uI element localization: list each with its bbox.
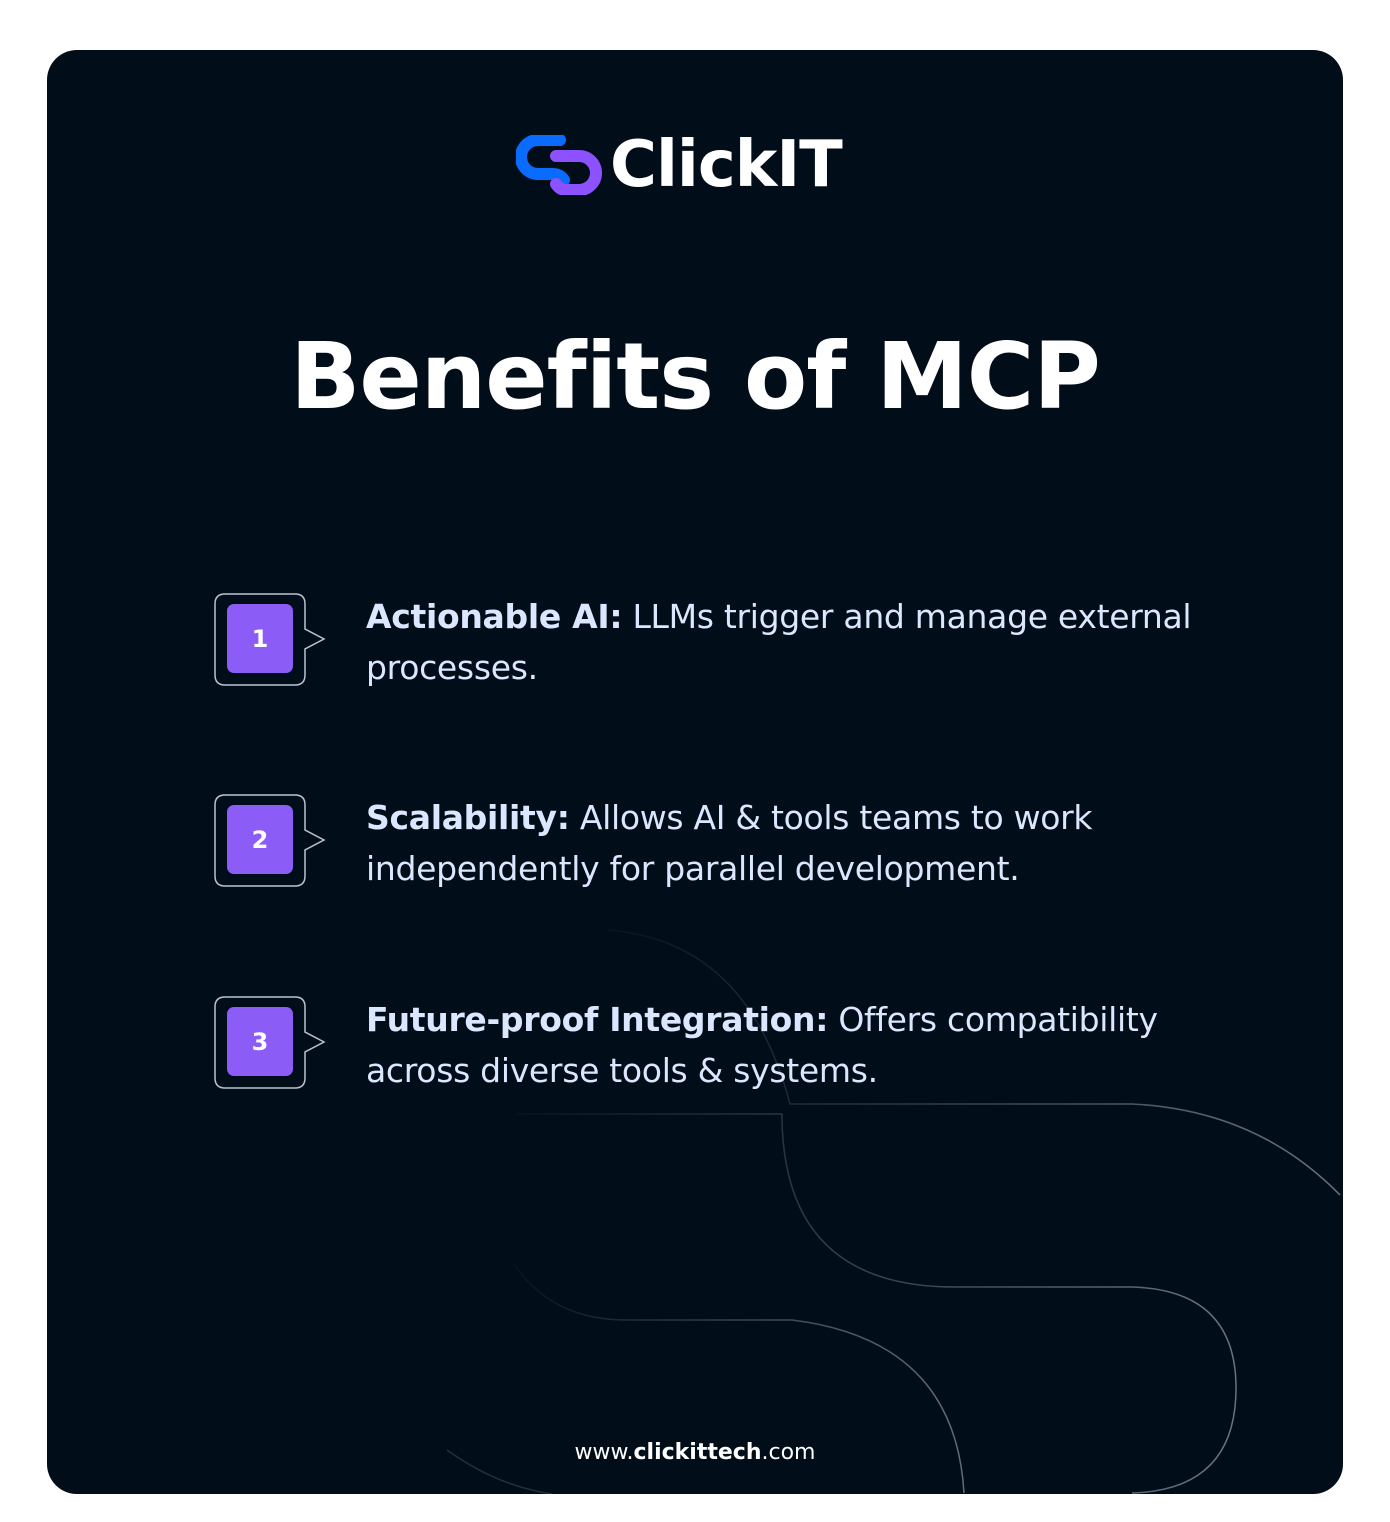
benefit-heading: Scalability:: [366, 798, 570, 837]
benefit-item-1: 1 Actionable AI: LLMs trigger and manage…: [214, 593, 1214, 687]
link-chain-icon: [516, 135, 602, 195]
speech-bubble-frame: [214, 996, 326, 1089]
benefit-body: Allows AI & tools teams to work independ…: [366, 798, 1093, 888]
infographic-card: ClickIT Benefits of MCP 1 Actionable AI:…: [47, 50, 1343, 1494]
number-badge: 2: [214, 794, 326, 888]
url-suffix: .com: [761, 1440, 816, 1465]
speech-bubble-frame: [214, 794, 326, 887]
speech-bubble-frame: [214, 593, 326, 686]
number-badge: 3: [214, 996, 326, 1090]
page-title: Benefits of MCP: [290, 323, 1101, 430]
website-link[interactable]: www.clickittech.com: [47, 1438, 1343, 1468]
decorative-curves: [446, 929, 1341, 1494]
benefit-item-3: 3 Future-proof Integration: Offers compa…: [214, 996, 1214, 1090]
url-prefix: www.: [574, 1440, 634, 1465]
benefit-body: LLMs trigger and manage external process…: [366, 597, 1192, 687]
badge-number: 3: [227, 1007, 293, 1076]
benefit-item-2: 2 Scalability: Allows AI & tools teams t…: [214, 794, 1214, 888]
benefit-description: Future-proof Integration: Offers compati…: [366, 994, 1226, 1096]
brand-name: ClickIT: [610, 128, 843, 202]
badge-number: 1: [227, 604, 293, 673]
benefit-description: Actionable AI: LLMs trigger and manage e…: [366, 591, 1226, 693]
brand-logo: ClickIT: [516, 128, 843, 202]
number-badge: 1: [214, 593, 326, 687]
url-domain: clickittech: [633, 1440, 762, 1465]
benefit-description: Scalability: Allows AI & tools teams to …: [366, 792, 1226, 894]
badge-number: 2: [227, 805, 293, 874]
benefit-heading: Actionable AI:: [366, 597, 623, 636]
benefit-heading: Future-proof Integration:: [366, 1000, 829, 1039]
benefit-body: Offers compatibility across diverse tool…: [366, 1000, 1158, 1090]
